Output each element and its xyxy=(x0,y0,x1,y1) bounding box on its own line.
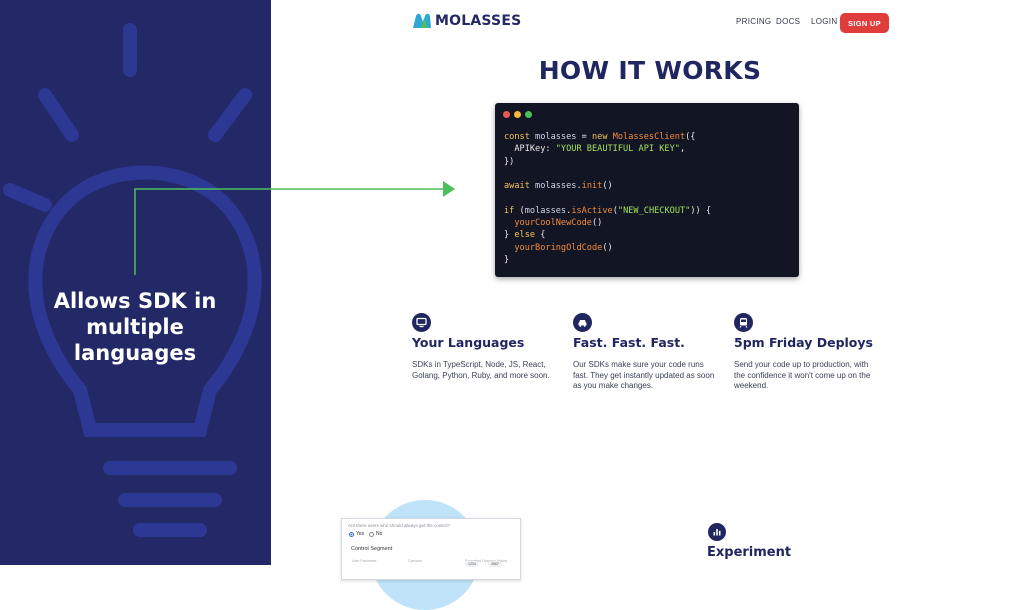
control-segment-preview: Are there users who should always get th… xyxy=(341,518,521,580)
code-line: } else { xyxy=(504,230,546,241)
nav-docs-link[interactable]: DOCS xyxy=(776,17,801,26)
train-icon xyxy=(734,313,753,332)
annotation-panel: Allows SDK in multiple languages xyxy=(0,0,271,565)
experiment-title: Experiment xyxy=(707,545,792,560)
preview-radio-no-label: No xyxy=(376,531,383,537)
car-icon xyxy=(573,313,592,332)
nav-pricing-link[interactable]: PRICING xyxy=(736,17,772,26)
preview-radio-no[interactable]: No xyxy=(369,531,382,537)
logo[interactable]: MOLASSES xyxy=(412,12,521,29)
code-line: if (molasses.isActive("NEW_CHECKOUT")) { xyxy=(504,205,712,216)
code-line: await molasses.init() xyxy=(504,181,613,192)
logo-text: MOLASSES xyxy=(435,12,522,29)
window-maximize-dot xyxy=(525,111,532,118)
code-line xyxy=(504,168,711,180)
feature-title-deploys: 5pm Friday Deploys xyxy=(734,335,873,350)
code-line: } xyxy=(504,254,510,265)
feature-desc-fast: Our SDKs make sure your code runs fast. … xyxy=(573,360,715,391)
code-line: APIKey: "YOUR BEAUTIFUL API KEY", xyxy=(504,144,686,155)
signup-button[interactable]: SIGN UP xyxy=(840,13,889,33)
preview-question: Are there users who should always get th… xyxy=(348,523,451,528)
preview-col-operator: Operator xyxy=(408,559,422,563)
page-title: HOW IT WORKS xyxy=(538,56,762,85)
preview-value-pill: 4567 xyxy=(488,561,502,567)
feature-title-languages: Your Languages xyxy=(412,335,525,350)
chart-icon xyxy=(708,523,726,541)
lightbulb-icon xyxy=(3,23,262,537)
code-line: }) xyxy=(504,156,515,167)
code-line: yourCoolNewCode() xyxy=(514,218,603,229)
feature-desc-deploys: Send your code up to production, with th… xyxy=(734,360,871,391)
code-line xyxy=(504,192,711,204)
code-snippet: const molasses = new MolassesClient({ AP… xyxy=(504,131,711,266)
radio-empty-icon xyxy=(369,531,374,537)
preview-value-pill: 1234 xyxy=(465,561,479,567)
preview-radio-yes[interactable]: Yes xyxy=(349,531,364,537)
preview-col-user-parameter: User Parameter xyxy=(352,559,377,563)
window-close-dot xyxy=(503,111,510,118)
code-line: yourBoringOldCode() xyxy=(514,242,613,253)
monitor-icon xyxy=(412,313,431,332)
preview-col-values: Formatted Operator Values xyxy=(465,559,508,563)
feature-title-fast: Fast. Fast. Fast. xyxy=(573,335,685,350)
feature-desc-languages: SDKs in TypeScript, Node, JS, React, Gol… xyxy=(412,360,550,380)
logo-icon xyxy=(413,13,431,28)
code-line: const molasses = new MolassesClient({ xyxy=(504,132,696,142)
preview-segment-label: Control Segment xyxy=(351,546,393,552)
annotation-text: Allows SDK in multiple languages xyxy=(53,289,217,365)
nav-login-link[interactable]: LOGIN xyxy=(811,17,838,26)
window-minimize-dot xyxy=(514,111,521,118)
code-window: const molasses = new MolassesClient({ AP… xyxy=(495,103,799,277)
radio-selected-icon xyxy=(349,531,354,537)
preview-radio-yes-label: Yes xyxy=(356,531,365,537)
